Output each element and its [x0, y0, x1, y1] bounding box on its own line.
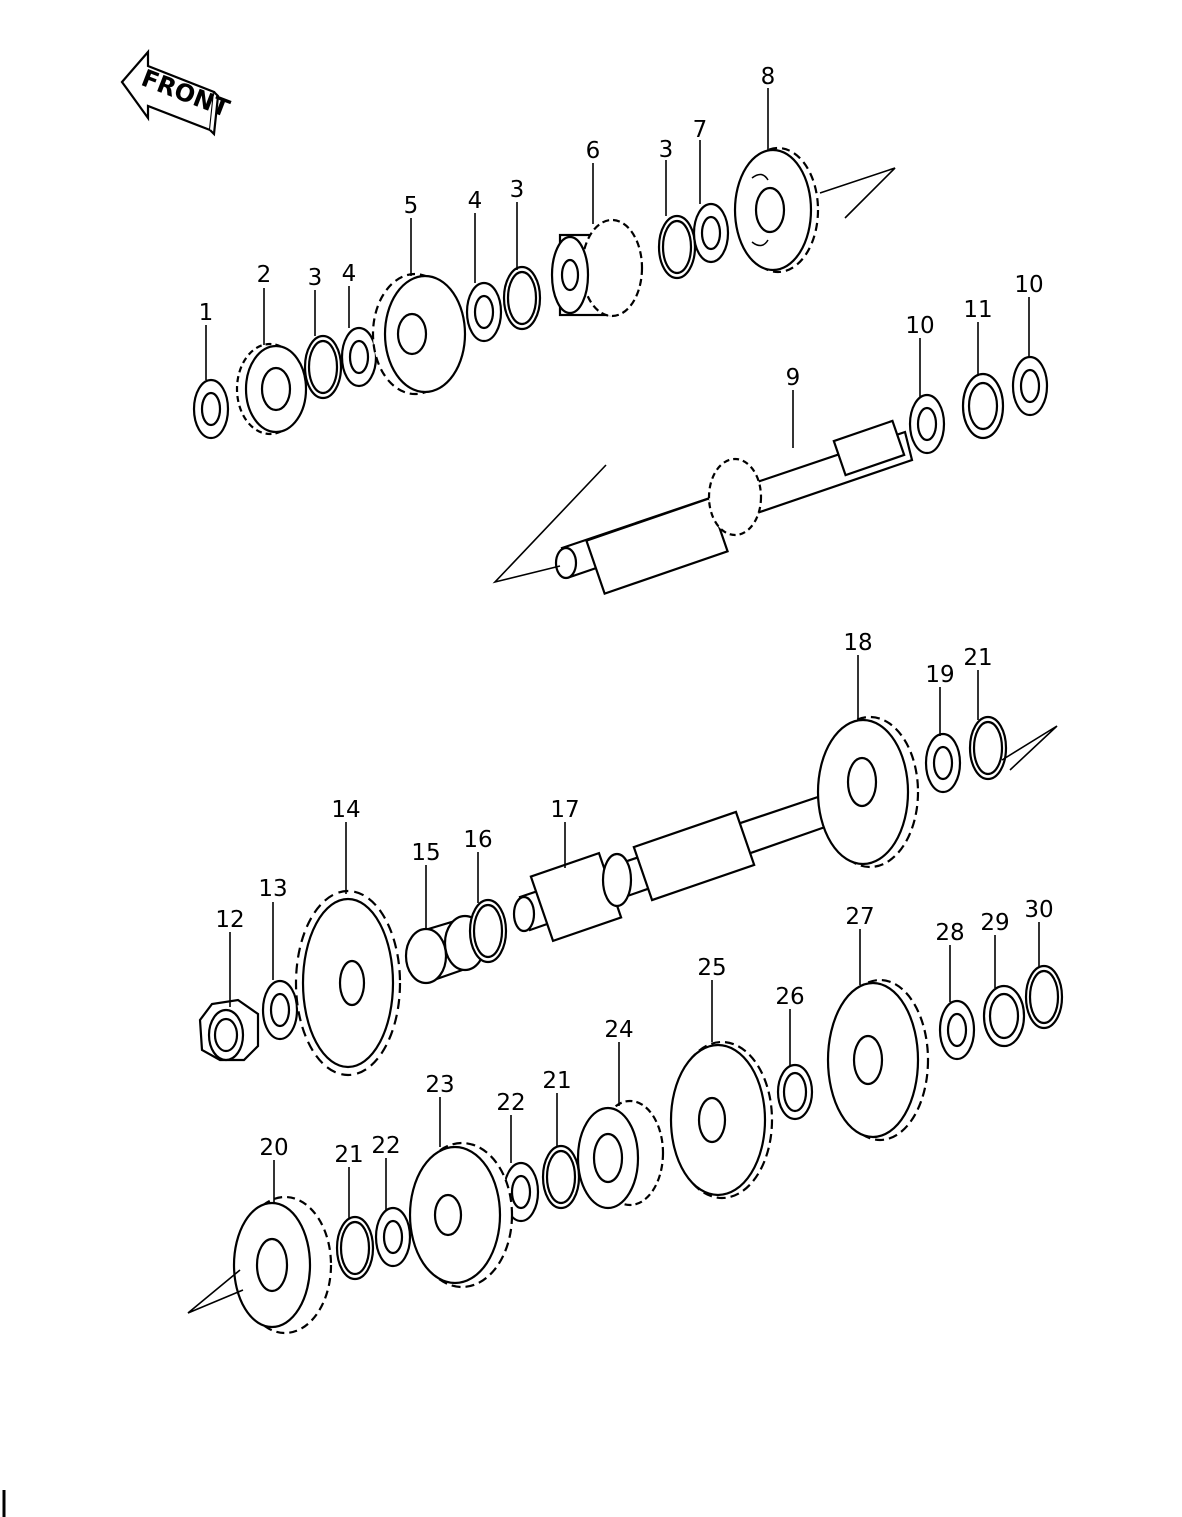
part-29-bearing [982, 984, 1026, 1048]
callout-22: 22 [496, 1090, 525, 1116]
part-25-gear [669, 1040, 774, 1200]
part-3-circlip-c [657, 214, 697, 280]
part-6-gear [550, 218, 644, 318]
part-1-washer [192, 378, 230, 440]
callout-18: 18 [843, 630, 872, 656]
part-8-gear [733, 146, 820, 274]
part-5-gear [371, 272, 467, 396]
callout-4: 4 [342, 261, 357, 287]
callout-10: 10 [905, 313, 934, 339]
shaft-axis-line-9 [492, 464, 607, 584]
callout-24: 24 [604, 1017, 633, 1043]
callout-19: 19 [925, 662, 954, 688]
callout-13: 13 [258, 876, 287, 902]
callout-5: 5 [404, 193, 419, 219]
part-11-bearing [961, 372, 1005, 440]
callout-12: 12 [215, 907, 244, 933]
callout-29: 29 [980, 910, 1009, 936]
callout-9: 9 [786, 365, 801, 391]
callout-4-b: 4 [468, 188, 483, 214]
part-24-gear [576, 1099, 665, 1210]
part-4-washer-b [465, 281, 503, 343]
part-28-washer [938, 999, 976, 1061]
part-16-oring [468, 898, 508, 964]
callout-14: 14 [331, 797, 360, 823]
callout-8: 8 [761, 64, 776, 90]
part-22-washer-b [374, 1206, 412, 1268]
callout-3: 3 [308, 265, 323, 291]
callout-22-b: 22 [371, 1133, 400, 1159]
callouts: 1 2 3 4 5 4 3 6 3 7 8 9 10 11 10 18 19 2… [199, 64, 1054, 1168]
shaft-axis-line-upper [819, 167, 896, 219]
shaft-axis-line-lower [1001, 725, 1058, 771]
callout-17: 17 [550, 797, 579, 823]
part-21-circlip-b [541, 1144, 581, 1210]
callout-21-b: 21 [542, 1068, 571, 1094]
callout-16: 16 [463, 827, 492, 853]
callout-26: 26 [775, 984, 804, 1010]
callout-15: 15 [411, 840, 440, 866]
part-2-gear [235, 342, 308, 436]
part-3-circlip-b [502, 265, 542, 331]
callout-25: 25 [697, 955, 726, 981]
callout-6: 6 [586, 138, 601, 164]
part-4-washer [340, 326, 378, 388]
part-27-gear [826, 978, 930, 1142]
callout-21: 21 [963, 645, 992, 671]
callout-3-c: 3 [659, 137, 674, 163]
part-7-washer [692, 202, 730, 264]
callout-28: 28 [935, 920, 964, 946]
part-30-circlip [1024, 964, 1064, 1030]
part-21-circlip-c [335, 1215, 375, 1281]
part-10-washer-b [1011, 355, 1049, 417]
callout-21-c: 21 [334, 1142, 363, 1168]
part-23-gear [408, 1141, 514, 1289]
leader-lines [205, 88, 1040, 1218]
front-arrow: FRONT [120, 49, 234, 137]
callout-1: 1 [199, 300, 214, 326]
part-19-washer [924, 732, 962, 794]
callout-11: 11 [963, 297, 992, 323]
callout-23: 23 [425, 1072, 454, 1098]
callout-2: 2 [257, 262, 272, 288]
callout-30: 30 [1024, 897, 1053, 923]
callout-7: 7 [693, 117, 708, 143]
part-20-gear [232, 1195, 333, 1335]
callout-3-b: 3 [510, 177, 525, 203]
part-13-lockwasher [261, 979, 299, 1041]
part-12-nut [198, 998, 260, 1062]
callout-20: 20 [259, 1135, 288, 1161]
part-14-sprocket [294, 889, 402, 1077]
shaft-axis-line-20 [187, 1269, 244, 1314]
part-26-collar [776, 1063, 814, 1121]
part-17-shaft [512, 795, 830, 943]
part-3-circlip [303, 334, 343, 400]
part-21-circlip [968, 715, 1008, 781]
part-9-shaft [554, 419, 914, 596]
callout-10-b: 10 [1014, 272, 1043, 298]
callout-27: 27 [845, 904, 874, 930]
part-10-washer [908, 393, 946, 455]
part-18-gear [816, 715, 920, 869]
